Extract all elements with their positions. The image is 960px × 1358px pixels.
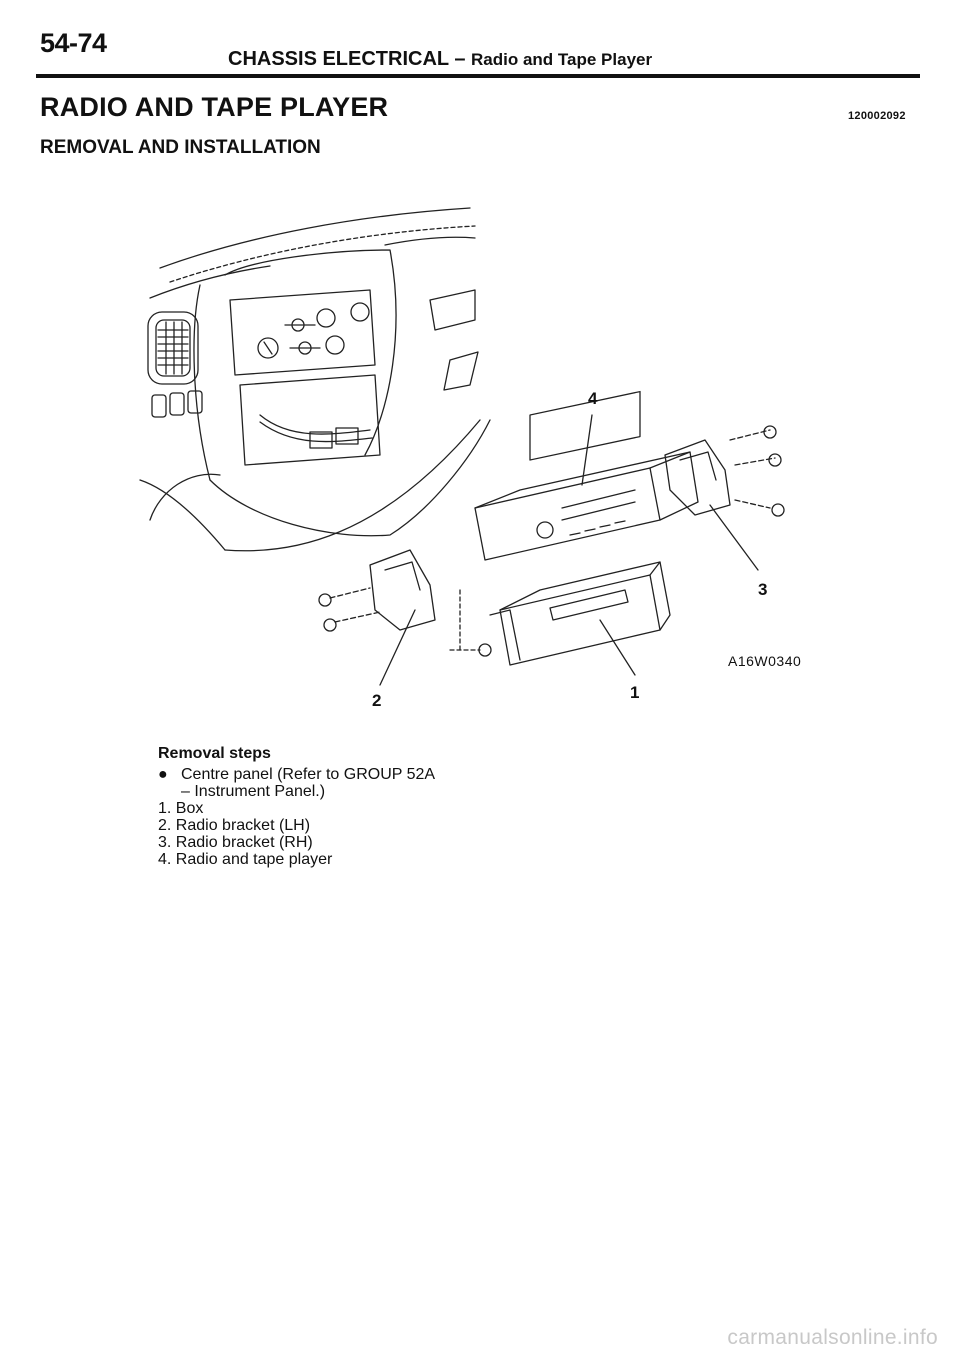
step-item: 3. Radio bracket (RH) <box>158 834 313 851</box>
leader-line-3 <box>709 504 759 571</box>
step-item: 2. Radio bracket (LH) <box>158 817 311 834</box>
header-section: CHASSIS ELECTRICAL <box>228 48 449 70</box>
radio-bracket-rh <box>664 425 785 517</box>
step-item: 4. Radio and tape player <box>158 851 333 868</box>
radio-and-tape-player <box>474 390 699 561</box>
header-separator: – <box>448 48 472 70</box>
callout-1: 1 <box>630 683 639 702</box>
prerequisite-line2: – Instrument Panel.) <box>181 783 326 800</box>
radio-bracket-lh <box>318 549 436 632</box>
running-header: CHASSIS ELECTRICAL – Radio and Tape Play… <box>228 48 652 71</box>
bullet-icon: ● <box>158 766 168 783</box>
header-subsection: Radio and Tape Player <box>471 50 653 69</box>
step-item: 1. Box <box>158 800 204 817</box>
leader-line-2 <box>379 609 416 686</box>
leader-line-1 <box>599 619 636 676</box>
page-number: 54-74 <box>40 28 107 58</box>
page-title: RADIO AND TAPE PLAYER <box>40 92 389 122</box>
removal-steps: Removal steps ● Centre panel (Refer to G… <box>158 745 578 868</box>
figure-code: A16W0340 <box>728 653 801 669</box>
prerequisite-step: ● Centre panel (Refer to GROUP 52A <box>158 766 578 783</box>
storage-box <box>489 561 671 666</box>
exploded-diagram: 4 3 2 1 A16W0340 <box>139 207 801 710</box>
callout-4: 4 <box>588 389 598 408</box>
site-watermark: carmanualsonline.info <box>727 1326 938 1349</box>
header-rule <box>36 74 920 78</box>
callout-2: 2 <box>372 691 381 710</box>
removal-steps-heading: Removal steps <box>158 745 271 762</box>
leader-line-4 <box>581 414 593 486</box>
mounting-screws <box>449 589 492 657</box>
section-subtitle: REMOVAL AND INSTALLATION <box>40 137 321 158</box>
document-code: 120002092 <box>848 110 906 122</box>
dashboard-illustration <box>139 207 491 552</box>
prerequisite-line1: Centre panel (Refer to GROUP 52A <box>181 766 436 783</box>
callout-3: 3 <box>758 580 767 599</box>
